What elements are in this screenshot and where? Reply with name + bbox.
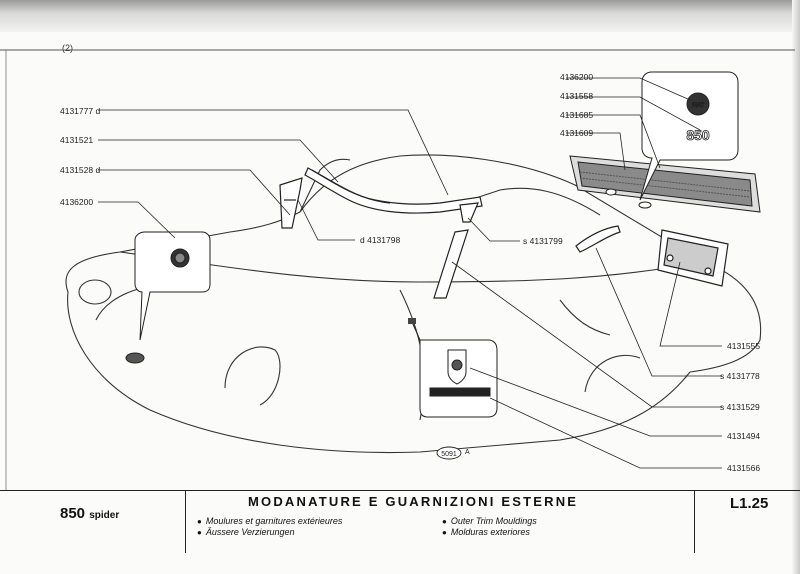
partno-4136200-left: 4136200 bbox=[60, 197, 93, 207]
caption-de-text: Äussere Verzierungen bbox=[205, 527, 295, 537]
bullet: ● bbox=[197, 517, 202, 526]
plate-lamp bbox=[657, 229, 729, 287]
partno-4131798: d 4131798 bbox=[360, 235, 400, 245]
section-code: L1.25 bbox=[730, 495, 769, 512]
partno-4131778: s 4131778 bbox=[720, 371, 760, 381]
bullet: ● bbox=[197, 528, 202, 537]
leader-lines bbox=[98, 77, 722, 469]
caption-fr-text: Moulures et garnitures extérieures bbox=[205, 516, 343, 526]
bullet: ● bbox=[442, 517, 447, 526]
side-badge-callout: 850 SPIDER bbox=[411, 321, 498, 418]
front-emblem-callout bbox=[134, 231, 211, 341]
model-number: 850 bbox=[60, 505, 86, 522]
caption-es-text: Molduras exteriores bbox=[450, 527, 530, 537]
exploded-diagram: FIAT 850 850 SPIDER bbox=[0, 49, 795, 490]
fiat-logo-text: FIAT bbox=[692, 103, 705, 109]
scan-shadow-top bbox=[0, 0, 800, 32]
title-block: 850 spider MODANATURE E GUARNIZIONI ESTE… bbox=[0, 490, 800, 561]
caption-en: ●Outer Trim Mouldings bbox=[442, 516, 537, 526]
partno-4131555: 4131555 bbox=[727, 341, 760, 351]
partno-4136200-right: 4136200 bbox=[560, 72, 593, 82]
model-name: 850 spider bbox=[60, 505, 119, 522]
partno-4131777: 4131777 d bbox=[60, 106, 100, 116]
partno-4131609: 4131609 bbox=[560, 128, 593, 138]
section-title: MODANATURE E GUARNIZIONI ESTERNE bbox=[248, 494, 579, 509]
partno-4131558: 4131558 bbox=[560, 91, 593, 101]
bullet: ● bbox=[442, 528, 447, 537]
model-variant: spider bbox=[89, 510, 120, 521]
page-number: (2) bbox=[62, 43, 73, 53]
caption-de: ●Äussere Verzierungen bbox=[197, 527, 295, 537]
rear-emblem-callout: FIAT 850 bbox=[639, 71, 739, 201]
partno-4131685: 4131685 bbox=[560, 110, 593, 120]
caption-fr: ●Moulures et garnitures extérieures bbox=[197, 516, 342, 526]
rear-grille bbox=[569, 155, 761, 213]
partno-4131799: s 4131799 bbox=[523, 236, 563, 246]
divider bbox=[185, 491, 187, 553]
drawing-ref-number: 5091 bbox=[441, 451, 457, 458]
partno-4131528: 4131528 d bbox=[60, 165, 100, 175]
scan-shadow-right bbox=[792, 0, 800, 574]
drawing-ref-suffix: A bbox=[465, 449, 470, 456]
divider bbox=[694, 491, 696, 553]
hood-emblem bbox=[125, 352, 145, 364]
caption-es: ●Molduras exteriores bbox=[442, 527, 530, 537]
windscreen-frame bbox=[279, 167, 621, 299]
partno-4131494: 4131494 bbox=[727, 431, 760, 441]
side-badge-text: 850 SPIDER bbox=[461, 391, 490, 397]
rear-850-script: 850 bbox=[686, 127, 710, 143]
partno-4131529: s 4131529 bbox=[720, 402, 760, 412]
caption-en-text: Outer Trim Mouldings bbox=[450, 516, 537, 526]
partno-4131521: 4131521 bbox=[60, 135, 93, 145]
partno-4131566: 4131566 bbox=[727, 463, 760, 473]
small-badge bbox=[408, 318, 416, 324]
